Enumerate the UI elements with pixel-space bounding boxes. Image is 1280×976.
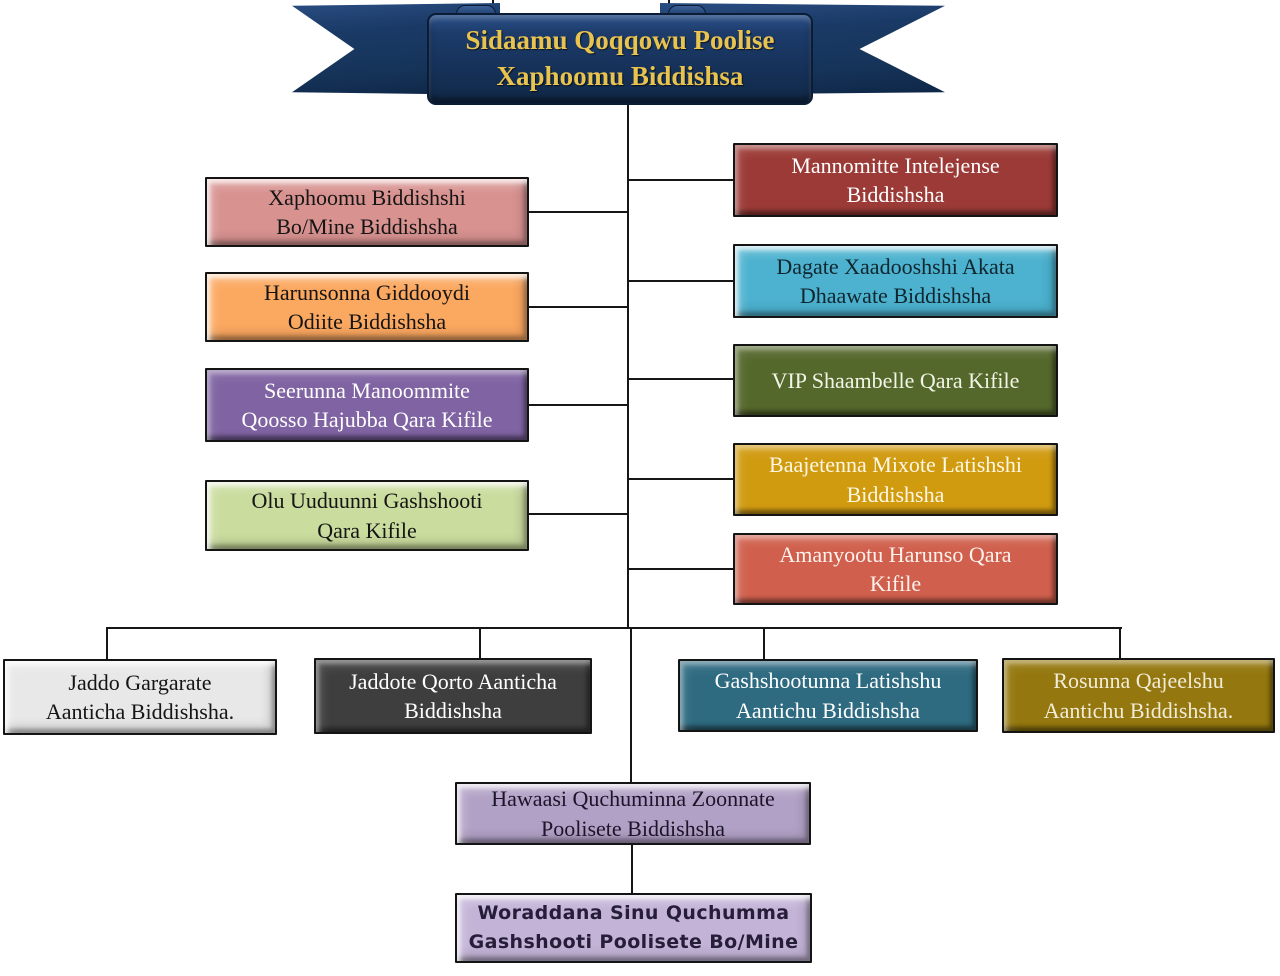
org-node-mannomitte-intelejense: Mannomitte Intelejense Biddishsha	[733, 143, 1058, 217]
connector-line	[628, 378, 734, 380]
org-node-label: Seerunna Manoommite Qoosso Hajubba Qara …	[241, 377, 493, 432]
banner-title: Sidaamu Qoqqowu Poolise Xaphoomu Biddish…	[465, 25, 775, 91]
connector-line	[630, 628, 632, 783]
org-node-amanyootu-harunso: Amanyootu Harunso Qara Kifile	[733, 533, 1058, 605]
org-node-label: Harunsonna Giddooydi Odiite Biddishsha	[264, 279, 470, 334]
org-node-vip-shaambelle: VIP Shaambelle Qara Kifile	[733, 344, 1058, 417]
banner-ribbon: Sidaamu Qoqqowu Poolise Xaphoomu Biddish…	[427, 13, 813, 105]
org-node-hawaasi-quchuminna: Hawaasi Quchuminna Zoonnate Poolisete Bi…	[455, 782, 811, 845]
org-node-baajetenna-mixote: Baajetenna Mixote Latishshi Biddishsha	[733, 443, 1058, 516]
connector-line	[628, 179, 734, 181]
org-node-jaddo-gargarate: Jaddo Gargarate Aanticha Biddishsha.	[3, 659, 277, 735]
org-node-label: Hawaasi Quchuminna Zoonnate Poolisete Bi…	[491, 786, 775, 841]
connector-line	[528, 513, 629, 515]
connector-line	[628, 568, 734, 570]
org-node-label: Amanyootu Harunso Qara Kifile	[779, 541, 1012, 596]
org-node-label: Rosunna Qajeelshu Aantichu Biddishsha.	[1043, 668, 1234, 723]
connector-line	[628, 478, 734, 480]
org-node-label: VIP Shaambelle Qara Kifile	[771, 367, 1020, 393]
connector-line	[763, 627, 765, 660]
org-node-seerunna-manoommite: Seerunna Manoommite Qoosso Hajubba Qara …	[205, 368, 529, 442]
org-node-label: Baajetenna Mixote Latishshi Biddishsha	[769, 452, 1022, 507]
connector-line	[528, 211, 629, 213]
connector-line	[628, 280, 734, 282]
org-node-rosunna-qajeelshu: Rosunna Qajeelshu Aantichu Biddishsha.	[1002, 658, 1275, 733]
connector-line	[479, 627, 481, 659]
connector-line	[1119, 627, 1121, 660]
org-node-harunsonna-giddooydi: Harunsonna Giddooydi Odiite Biddishsha	[205, 272, 529, 342]
org-node-jaddote-qorto: Jaddote Qorto Aanticha Biddishsha	[314, 658, 592, 734]
connector-line	[106, 627, 108, 660]
org-node-woraddana-sinu: Woraddana Sinu Quchumma Gashshooti Pooli…	[455, 893, 812, 963]
connector-line	[627, 104, 629, 629]
org-node-gashshootunna-latishshu: Gashshootunna Latishshu Aantichu Biddish…	[678, 659, 978, 732]
org-node-label: Woraddana Sinu Quchumma Gashshooti Pooli…	[468, 901, 799, 953]
org-node-olu-uuduunni: Olu Uuduunni Gashshooti Qara Kifile	[205, 480, 529, 551]
org-node-label: Dagate Xaadooshshi Akata Dhaawate Biddis…	[776, 253, 1015, 308]
org-node-label: Olu Uuduunni Gashshooti Qara Kifile	[251, 488, 483, 543]
connector-line	[528, 404, 629, 406]
connector-line	[106, 627, 1122, 629]
org-node-label: Mannomitte Intelejense Biddishsha	[791, 152, 1000, 207]
org-node-label: Xaphoomu Biddishshi Bo/Mine Biddishsha	[268, 184, 466, 239]
org-node-xaphoomu-bomine: Xaphoomu Biddishshi Bo/Mine Biddishsha	[205, 177, 529, 247]
org-node-label: Jaddote Qorto Aanticha Biddishsha	[349, 668, 557, 723]
connector-line	[631, 845, 633, 894]
org-node-dagate-xaadooshshi: Dagate Xaadooshshi Akata Dhaawate Biddis…	[733, 244, 1058, 318]
connector-line	[528, 306, 629, 308]
org-node-label: Jaddo Gargarate Aanticha Biddishsha.	[45, 669, 235, 724]
org-node-label: Gashshootunna Latishshu Aantichu Biddish…	[714, 668, 942, 723]
